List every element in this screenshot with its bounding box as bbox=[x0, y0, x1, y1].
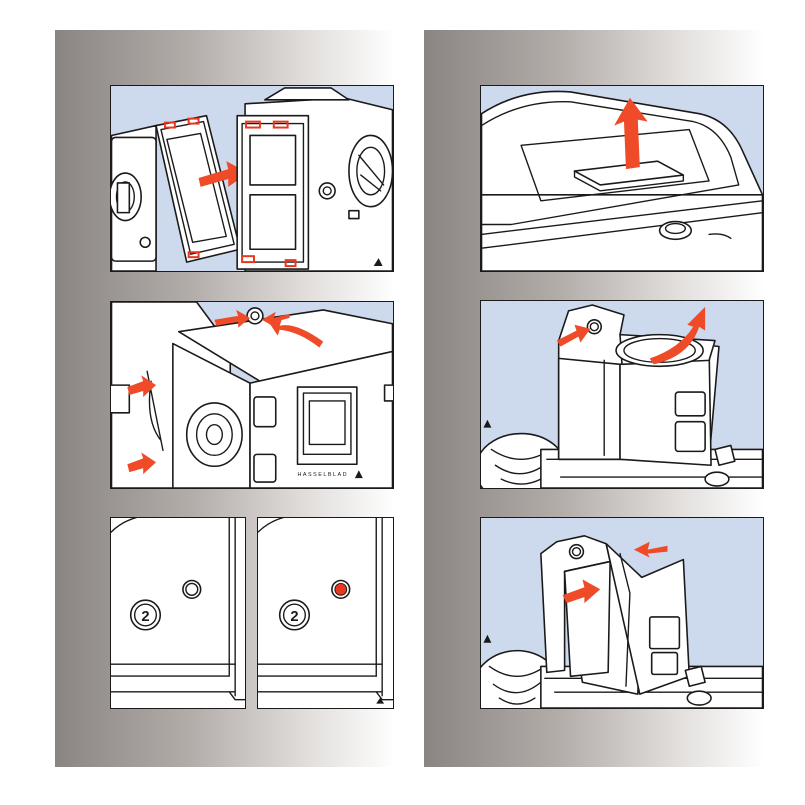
panel-magazine-release: HASSELBLAD bbox=[110, 301, 394, 489]
panel-signal-white: 2 bbox=[110, 517, 246, 709]
signal-red-illustration: 2 bbox=[258, 518, 393, 708]
panel-hood-open bbox=[480, 300, 764, 489]
signal-white-illustration: 2 bbox=[111, 518, 245, 708]
badge-number: 2 bbox=[141, 609, 149, 625]
hood-open-illustration bbox=[481, 301, 763, 488]
panel-signal-red: 2 bbox=[257, 517, 394, 709]
panel-hood-fold bbox=[480, 517, 764, 709]
panel-magazine-attach bbox=[110, 85, 394, 272]
arrow-icon bbox=[634, 542, 668, 558]
magazine-attach-illustration bbox=[111, 86, 393, 271]
panel-viewfinder-cover bbox=[480, 85, 764, 272]
magazine-release-illustration: HASSELBLAD bbox=[111, 302, 393, 488]
hood-fold-illustration bbox=[481, 518, 763, 708]
viewfinder-cover-illustration bbox=[481, 86, 763, 271]
badge-number: 2 bbox=[290, 609, 298, 625]
camera-brand: HASSELBLAD bbox=[298, 472, 349, 478]
